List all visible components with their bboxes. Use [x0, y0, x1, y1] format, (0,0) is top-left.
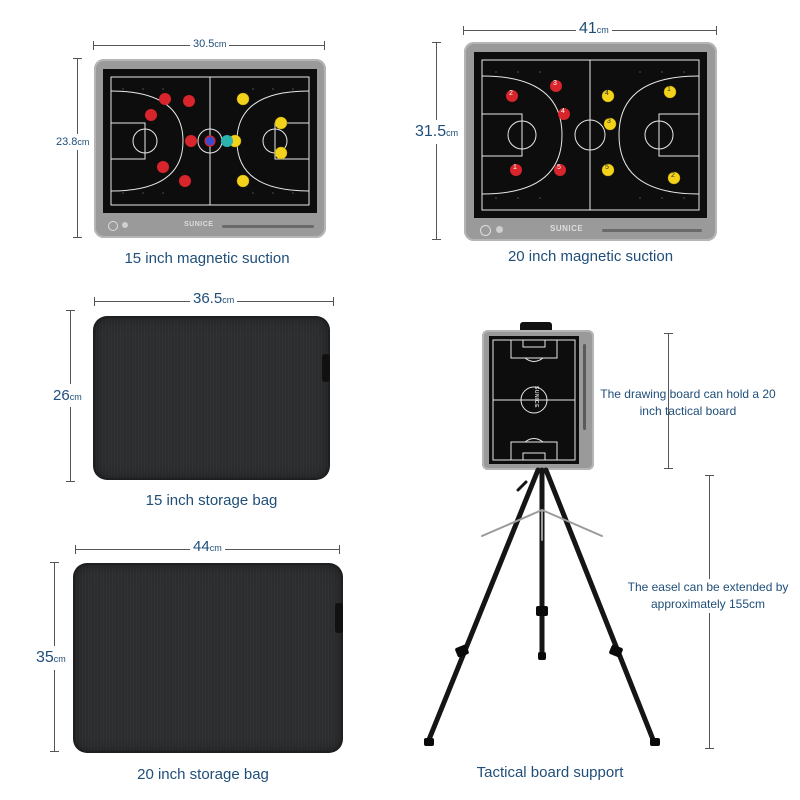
small-bag-width-unit: cm [222, 295, 235, 305]
small-board-brand-logo: SUNICE [184, 221, 214, 228]
large-board-width-unit: cm [596, 25, 609, 35]
large-board-height-unit: cm [446, 128, 459, 138]
red-marker-label: 4 [561, 108, 565, 115]
large-bag-width-value: 44 [193, 538, 210, 555]
small-bag-height-unit: cm [69, 392, 82, 402]
easel-tactical-board: SUNICE [482, 330, 594, 470]
small-board-width-value: 30.5 [193, 38, 215, 50]
large-bag-height-unit: cm [53, 654, 66, 664]
small-basketball-court [110, 76, 310, 206]
small-bag-zipper-pull[interactable] [322, 354, 330, 382]
small-board-width-unit: cm [214, 39, 227, 49]
red-marker-label: 5 [557, 164, 561, 171]
large-board-lock-button[interactable] [496, 226, 503, 233]
easel-tripod [424, 467, 660, 746]
large-tactical-board: 2 3 4 1 5 4 3 5 1 2 SUNICE [464, 42, 717, 241]
small-board-lock-button[interactable] [122, 222, 128, 228]
easel-board-stylus[interactable] [583, 344, 586, 430]
small-bag-width-value: 36.5 [193, 290, 223, 307]
large-bag-width-unit: cm [209, 543, 222, 553]
yellow-marker-label: 1 [667, 86, 671, 93]
large-bag-caption: 20 inch storage bag [137, 766, 269, 783]
small-board-stylus[interactable] [222, 225, 314, 228]
yellow-marker-label: 2 [671, 172, 675, 179]
small-board-caption: 15 inch magnetic suction [124, 250, 290, 267]
large-board-width-value: 41 [579, 20, 597, 37]
red-marker-label: 2 [509, 90, 513, 97]
large-bag-height-value: 35 [36, 649, 54, 666]
small-board-height-unit: cm [77, 137, 90, 147]
yellow-marker-label: 4 [605, 90, 609, 97]
red-marker-label: 3 [553, 80, 557, 87]
easel-caption: Tactical board support [476, 764, 624, 781]
large-board-stylus[interactable] [602, 229, 702, 232]
large-board-power-button[interactable] [480, 225, 491, 236]
small-bag-height-value: 26 [53, 387, 70, 404]
easel-board-note: The drawing board can hold a 20 inch tac… [600, 387, 776, 418]
small-board-power-button[interactable] [108, 221, 118, 231]
large-bag-zipper-pull[interactable] [335, 603, 343, 633]
easel-board-screen: SUNICE [489, 336, 579, 464]
large-board-screen: 2 3 4 1 5 4 3 5 1 2 [474, 52, 707, 218]
small-bag-caption: 15 inch storage bag [145, 492, 278, 509]
easel-height-note: The easel can be extended by approximate… [620, 579, 796, 613]
easel-board-brand-logo: SUNICE [532, 386, 539, 408]
large-board-brand-logo: SUNICE [550, 224, 584, 233]
easel-soccer-pitch [492, 339, 576, 461]
large-storage-bag [73, 563, 343, 753]
small-storage-bag [93, 316, 330, 480]
small-board-screen [103, 69, 317, 213]
yellow-marker-label: 3 [607, 118, 611, 125]
large-board-height-value: 31.5 [415, 123, 447, 140]
large-board-caption: 20 inch magnetic suction [507, 248, 674, 265]
small-tactical-board: SUNICE [94, 59, 326, 238]
yellow-marker-label: 5 [605, 164, 609, 171]
small-board-height-value: 23.8 [56, 136, 78, 148]
red-marker-label: 1 [513, 164, 517, 171]
large-basketball-court [481, 59, 700, 211]
